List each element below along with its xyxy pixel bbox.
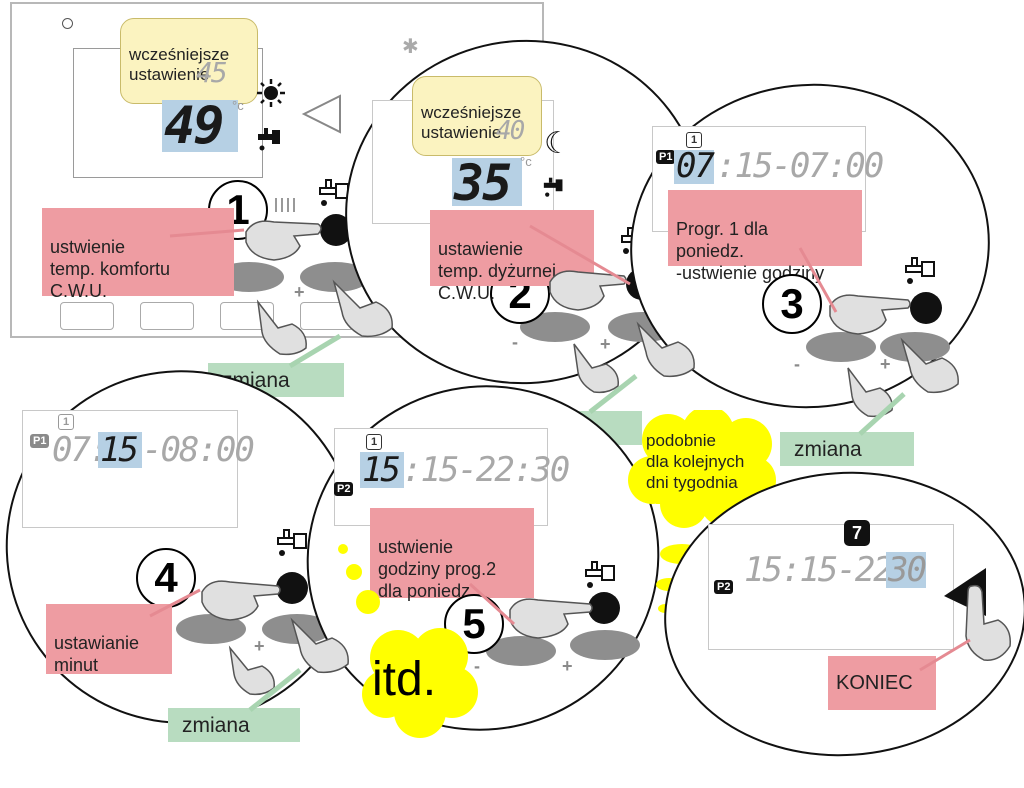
- hot-water-button-4[interactable]: [276, 572, 308, 604]
- hand-icon: [201, 580, 281, 621]
- previous-setting-note-1: wcześniejsze ustawienie: [120, 18, 258, 104]
- moon-icon: ☾: [544, 127, 571, 160]
- day-indicator-3: 1: [686, 132, 702, 148]
- hand-icon: [965, 584, 1011, 661]
- temperature-highlight-1: [162, 100, 238, 152]
- leader-lines: [149, 224, 971, 712]
- plus-sign-4: +: [254, 636, 265, 656]
- time-start-6: 15:15-22:: [744, 550, 912, 590]
- step-4-label: ustawianie minut: [54, 633, 140, 675]
- hour-highlight-3: [674, 150, 714, 184]
- minute-highlight-6: [886, 552, 926, 588]
- hour-value-3: 07: [676, 146, 715, 186]
- temperature-value-2: 35: [454, 154, 512, 212]
- previous-setting-note-2: wcześniejsze ustawienie: [412, 76, 542, 156]
- itd-dot: [356, 590, 380, 614]
- previous-temperature-1: 45: [196, 56, 228, 89]
- program-badge-5: P2: [334, 482, 354, 496]
- step-3-description: Progr. 1 dla poniedz. -ustwienie godziny: [668, 190, 862, 283]
- hand-icon: [332, 279, 393, 338]
- end-label: KONIEC: [828, 656, 936, 710]
- play-arrow-icon[interactable]: [300, 92, 344, 141]
- temperature-unit-2: °c: [520, 154, 532, 169]
- step-5-label: ustwienie godziny prog.2 dla poniedz.: [378, 537, 497, 601]
- display-screen-4: [22, 410, 238, 528]
- time-range-5: :15-22:30: [402, 450, 570, 490]
- hand-icon: [549, 270, 627, 311]
- step-5-description: ustwienie godziny prog.2 dla poniedz.: [370, 508, 534, 601]
- previous-temperature-2: 40: [496, 116, 525, 146]
- program-badge-6: P2: [714, 580, 734, 594]
- plus-sign-1: +: [294, 282, 305, 302]
- time-range-3: :15-07:00: [716, 146, 884, 186]
- time-end-4: -08:00: [142, 430, 255, 470]
- step-1-description: ustwienie temp. komfortu C.W.U.: [42, 208, 234, 301]
- hand-icon: [900, 337, 959, 394]
- step-1-label: ustwienie temp. komfortu C.W.U.: [50, 237, 171, 301]
- minus-sign-5: -: [474, 656, 480, 676]
- cloud-text: podobnie dla kolejnych dni tygodnia: [646, 431, 745, 492]
- plus-sign-5: +: [562, 656, 573, 676]
- previous-setting-label: wcześniejsze ustawienie: [129, 45, 230, 84]
- itd-text: itd.: [372, 653, 437, 706]
- itd-bubble: [360, 620, 480, 745]
- tap-icon: [542, 176, 566, 203]
- tap-icon: [256, 126, 284, 157]
- hour-value-5: 15: [362, 450, 401, 490]
- step-2-label: ustawienie temp. dyżurnej C.W.U.: [438, 239, 557, 303]
- minus-button-3[interactable]: [806, 332, 876, 362]
- minute-value-4: 15: [100, 430, 139, 470]
- previous-setting-label: wcześniejsze ustawienie: [421, 103, 522, 142]
- cloud-bubble: [628, 406, 778, 535]
- hand-icon: [290, 617, 349, 674]
- itd-dot: [338, 544, 348, 554]
- step-number-4: 4: [136, 548, 196, 608]
- minute-value-6: 30: [888, 550, 927, 590]
- sun-icon: [256, 78, 286, 113]
- hot-water-button-3[interactable]: [910, 292, 942, 324]
- program-badge-4: P1: [30, 434, 50, 448]
- temperature-value-1: 49: [164, 96, 225, 156]
- hot-water-button-5[interactable]: [588, 592, 620, 624]
- itd-dot: [346, 564, 362, 580]
- hand-icon: [573, 343, 619, 394]
- indicator-led: [62, 18, 73, 29]
- hand-icon: [245, 220, 322, 261]
- hand-icon: [256, 299, 307, 356]
- hand-icon: [636, 321, 695, 378]
- tap-icon-large: [904, 256, 938, 291]
- day-indicator-5: 1: [366, 434, 382, 450]
- tap-icon-large: [276, 528, 310, 563]
- temperature-unit-1: °c: [232, 98, 244, 113]
- hour-highlight-5: [360, 452, 404, 488]
- program-badge-3: P1: [656, 150, 676, 164]
- minute-highlight-4: [98, 432, 142, 468]
- day-badge-6: 7: [844, 520, 870, 546]
- hand-icon: [829, 294, 911, 335]
- temperature-highlight-2: [452, 158, 522, 206]
- plus-sign-3: +: [880, 354, 891, 374]
- step-number-3: 3: [762, 274, 822, 334]
- minus-sign-2: -: [512, 332, 518, 352]
- plus-sign-2: +: [600, 334, 611, 354]
- minus-sign-3: -: [794, 354, 800, 374]
- day-indicator-4: 1: [58, 414, 74, 430]
- change-label-4: zmiana: [168, 708, 300, 742]
- hand-icon: [509, 598, 593, 639]
- radiator-icon: [272, 196, 298, 219]
- snowflake-icon: ✱: [402, 36, 419, 58]
- hand-icon: [228, 645, 275, 696]
- tap-icon-large: [584, 560, 618, 595]
- step-3-label: Progr. 1 dla poniedz. -ustwienie godziny: [676, 219, 825, 283]
- plus-button-5[interactable]: [570, 630, 640, 660]
- change-label-3: zmiana: [780, 432, 914, 466]
